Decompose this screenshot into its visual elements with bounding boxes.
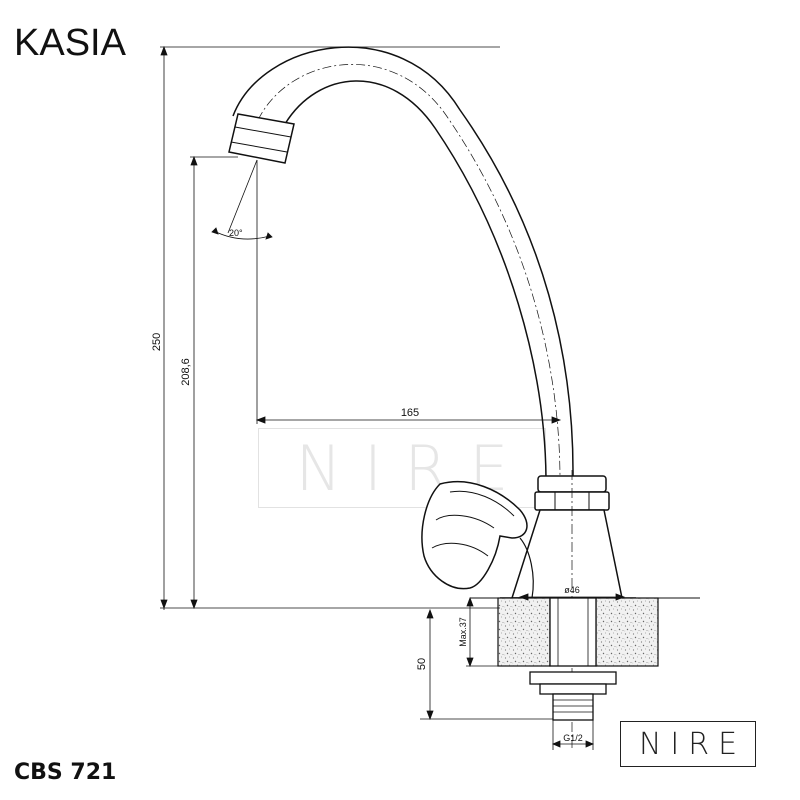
base-diameter-label: ø46 xyxy=(564,585,580,595)
dimension-lines xyxy=(160,45,626,750)
thread-label: G1/2 xyxy=(563,733,583,743)
reach-label: 165 xyxy=(401,407,419,419)
spray-angle-label: 20° xyxy=(229,228,243,238)
total-height-label: 250 xyxy=(151,333,163,351)
spray-angle-indicator xyxy=(211,159,273,424)
brand-logo-text: NIRE xyxy=(638,726,747,762)
model-title: KASIA xyxy=(14,22,126,64)
lever-handle xyxy=(421,480,534,599)
spout-centerline xyxy=(257,64,561,481)
outlet-height-label: 208,6 xyxy=(180,358,192,386)
shank-length-label: 50 xyxy=(416,658,428,670)
spout-inner-edge xyxy=(284,80,547,479)
max-thickness-label: Max.37 xyxy=(458,617,468,647)
spout-outer-edge xyxy=(232,46,574,479)
mounting-shank xyxy=(529,597,617,721)
spout xyxy=(232,46,574,481)
product-code: CBS 721 xyxy=(14,760,117,785)
brand-logo: NIRE xyxy=(620,721,756,767)
aerator xyxy=(228,113,295,164)
